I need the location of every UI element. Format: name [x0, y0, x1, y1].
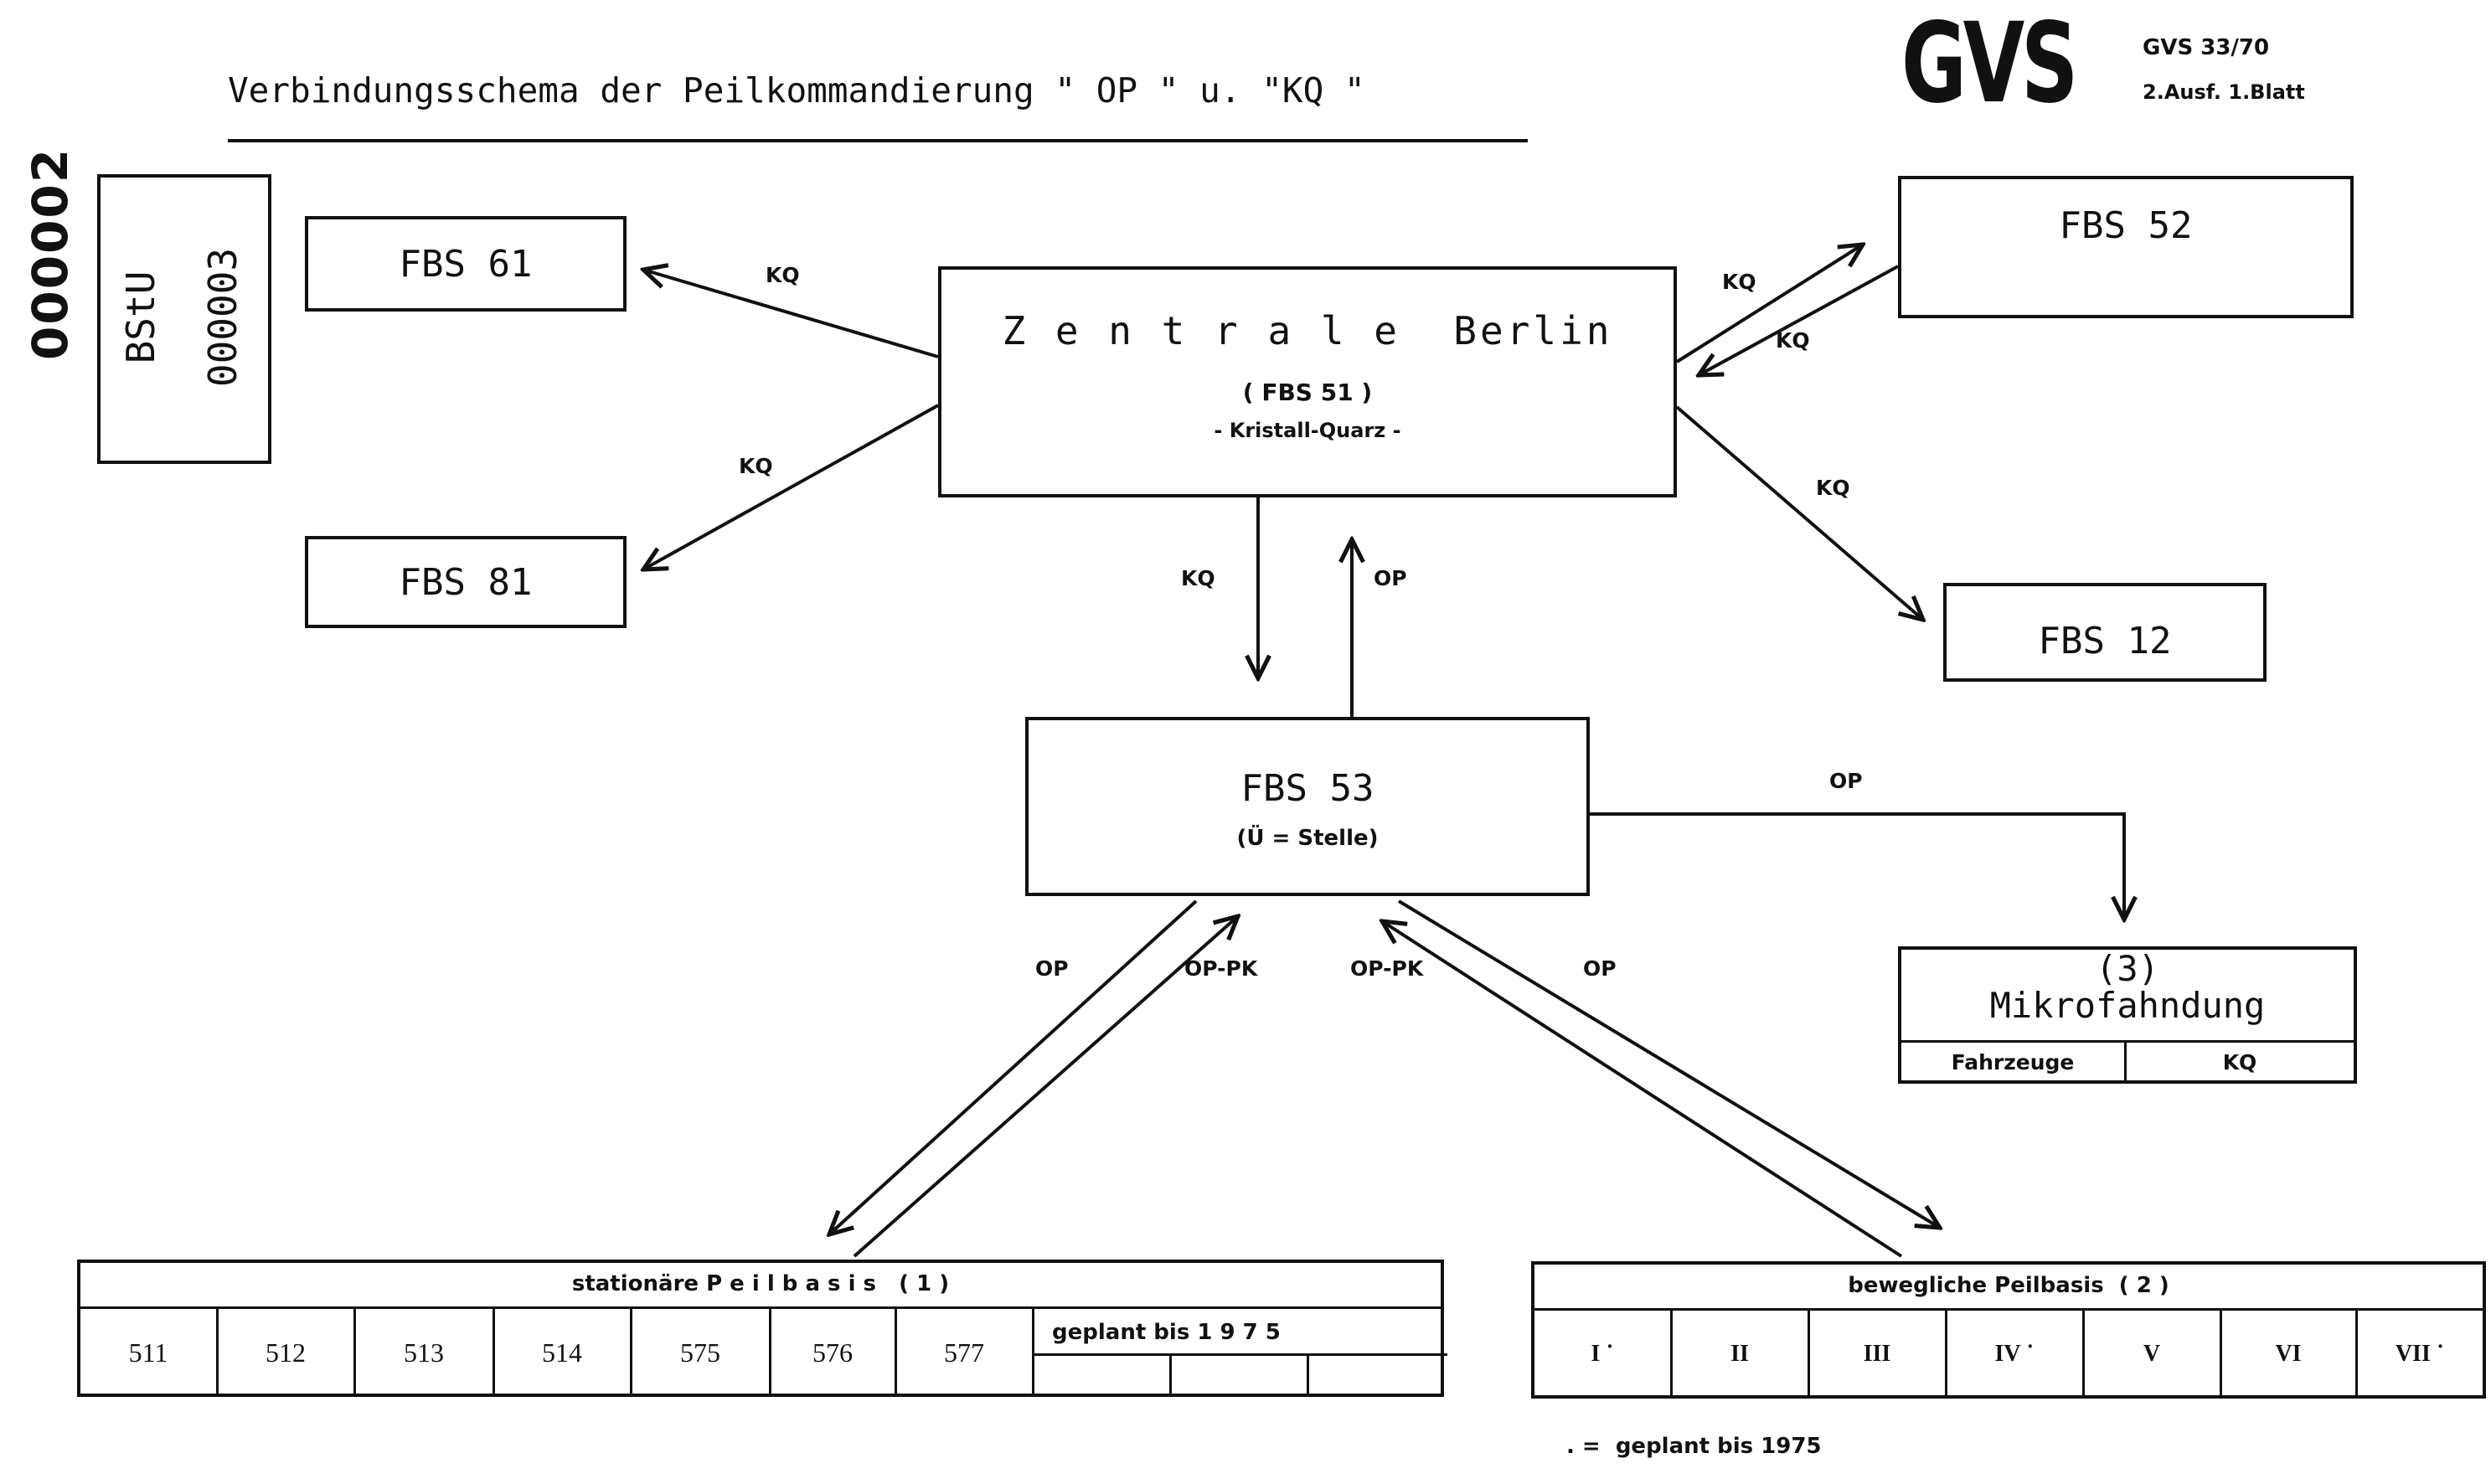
- document-number: GVS 33/70: [2143, 35, 2270, 60]
- edge-label-op-up: OP: [1374, 566, 1407, 590]
- beweglich-cell: II: [1730, 1341, 1749, 1367]
- arrow-to-fbs12: [1675, 405, 1923, 620]
- fbs53-subtitle: (Ü = Stelle): [1236, 826, 1379, 851]
- edge-label-oppk-right: OP-PK: [1350, 956, 1424, 981]
- bstu-stamp: BStU 000003: [97, 174, 271, 464]
- arrow-from-fbs52: [1699, 265, 1899, 375]
- edge-label-kq-fbs12: KQ: [1816, 476, 1850, 500]
- mikro-divider: [1901, 1040, 2354, 1043]
- zentrale-fbs51: ( FBS 51 ): [1242, 379, 1373, 406]
- arrow-to-fbs61: [643, 270, 939, 358]
- beweglich-cell: VII ˙: [2395, 1341, 2445, 1367]
- arrow-op-to-beweglich: [1397, 899, 1940, 1228]
- node-fbs81-label: FBS 81: [399, 560, 533, 604]
- arrow-oppk-from-stationaer: [853, 916, 1238, 1258]
- beweglich-cell: V: [2143, 1341, 2161, 1367]
- copy-info: 2.Ausf. 1.Blatt: [2143, 80, 2305, 104]
- edge-label-op-left: OP: [1035, 956, 1069, 981]
- stationaer-sep: [769, 1306, 771, 1397]
- diagram-title: Verbindungsschema der Peilkommandierung …: [228, 70, 1365, 111]
- stationaer-sep: [493, 1306, 495, 1397]
- stationaer-sep: [353, 1306, 356, 1397]
- stationaer-planned-sep: [1169, 1353, 1172, 1397]
- stationaer-planned-line: [1032, 1353, 1447, 1356]
- node-fbs12-label: FBS 12: [2038, 619, 2172, 662]
- table-bewegliche-peilbasis: bewegliche Peilbasis ( 2 ) I ˙ II III IV…: [1531, 1261, 2486, 1399]
- stationaer-cell: 511: [128, 1337, 168, 1368]
- edge-label-oppk-left: OP-PK: [1184, 956, 1258, 981]
- arrow-to-fbs81: [643, 404, 939, 569]
- beweglich-sep: [1945, 1308, 1947, 1399]
- arrow-op-to-stationaer: [829, 899, 1198, 1234]
- beweglich-sep: [2220, 1308, 2222, 1399]
- edge-label-op-mikro: OP: [1829, 769, 1863, 793]
- stationaer-sep: [630, 1306, 632, 1397]
- edge-label-kq-down: KQ: [1181, 566, 1215, 590]
- mikro-number: (3): [2096, 948, 2159, 989]
- node-fbs52-label: FBS 52: [2059, 204, 2193, 247]
- beweglich-sep: [1808, 1308, 1810, 1399]
- node-fbs52: FBS 52: [1898, 176, 2354, 318]
- stationaer-planned-sep: [1307, 1353, 1309, 1397]
- stationaer-sep: [216, 1306, 219, 1397]
- stationaer-sep: [895, 1306, 897, 1397]
- stationaer-cell: 576: [812, 1337, 853, 1368]
- node-fbs12: FBS 12: [1943, 583, 2267, 682]
- node-zentrale-berlin: Z e n t r a l e Berlin ( FBS 51 ) - Kris…: [938, 266, 1677, 497]
- beweglich-cell: IV ˙: [1994, 1341, 2035, 1367]
- zentrale-title: Z e n t r a l e Berlin: [1002, 308, 1613, 353]
- mikro-col-fahrzeuge: Fahrzeuge: [1951, 1049, 2075, 1074]
- zentrale-subtitle: - Kristall-Quarz -: [1214, 419, 1401, 442]
- node-fbs53: FBS 53 (Ü = Stelle): [1025, 717, 1590, 896]
- stationaer-sep: [1032, 1306, 1034, 1397]
- table-stationaere-peilbasis: stationäre P e i l b a s i s ( 1 ) 511 5…: [77, 1260, 1447, 1397]
- edge-label-kq-fbs81: KQ: [739, 454, 773, 478]
- arrow-op-mikrofahndung: [1590, 812, 2124, 920]
- beweglich-sep: [1670, 1308, 1673, 1399]
- stationaer-header-line: [80, 1306, 1441, 1309]
- stationaer-title: stationäre P e i l b a s i s ( 1 ): [571, 1271, 950, 1296]
- node-fbs81: FBS 81: [305, 536, 627, 628]
- arrow-to-fbs52: [1675, 245, 1863, 363]
- edge-label-kq-fbs52-out: KQ: [1722, 270, 1756, 294]
- title-underline: [228, 139, 1528, 142]
- arrow-oppk-from-beweglich: [1382, 921, 1903, 1258]
- beweglich-sep: [2082, 1308, 2085, 1399]
- mikro-col-kq: KQ: [2222, 1049, 2257, 1074]
- edge-label-kq-fbs52-in: KQ: [1776, 328, 1810, 353]
- stationaer-planned-label: geplant bis 1 9 7 5: [1052, 1320, 1281, 1345]
- beweglich-sep: [2355, 1308, 2358, 1399]
- mikro-col-divider: [2124, 1040, 2127, 1084]
- stationaer-cell: 514: [542, 1337, 582, 1368]
- stationaer-cell: 575: [680, 1337, 720, 1368]
- beweglich-header-line: [1534, 1308, 2483, 1311]
- beweglich-cell: VI: [2275, 1341, 2302, 1367]
- edge-label-op-right: OP: [1583, 956, 1617, 981]
- fbs53-title: FBS 53: [1240, 767, 1374, 810]
- classification-stamp: GVS: [1901, 0, 2078, 128]
- edge-label-kq-fbs61: KQ: [766, 263, 800, 287]
- beweglich-cell: III: [1863, 1341, 1891, 1367]
- beweglich-cell: I ˙: [1591, 1341, 1614, 1367]
- node-fbs61: FBS 61: [305, 216, 627, 312]
- stationaer-cell: 512: [266, 1337, 306, 1368]
- node-mikrofahndung: (3) Mikrofahndung Fahrzeuge KQ: [1898, 946, 2357, 1084]
- footnote: . = geplant bis 1975: [1566, 1434, 1822, 1459]
- stationaer-cell: 577: [944, 1337, 984, 1368]
- node-fbs61-label: FBS 61: [399, 242, 533, 286]
- stationaer-cell: 513: [404, 1337, 444, 1368]
- beweglich-title: bewegliche Peilbasis ( 2 ): [1848, 1273, 2169, 1298]
- mikro-title: Mikrofahndung: [1989, 985, 2266, 1026]
